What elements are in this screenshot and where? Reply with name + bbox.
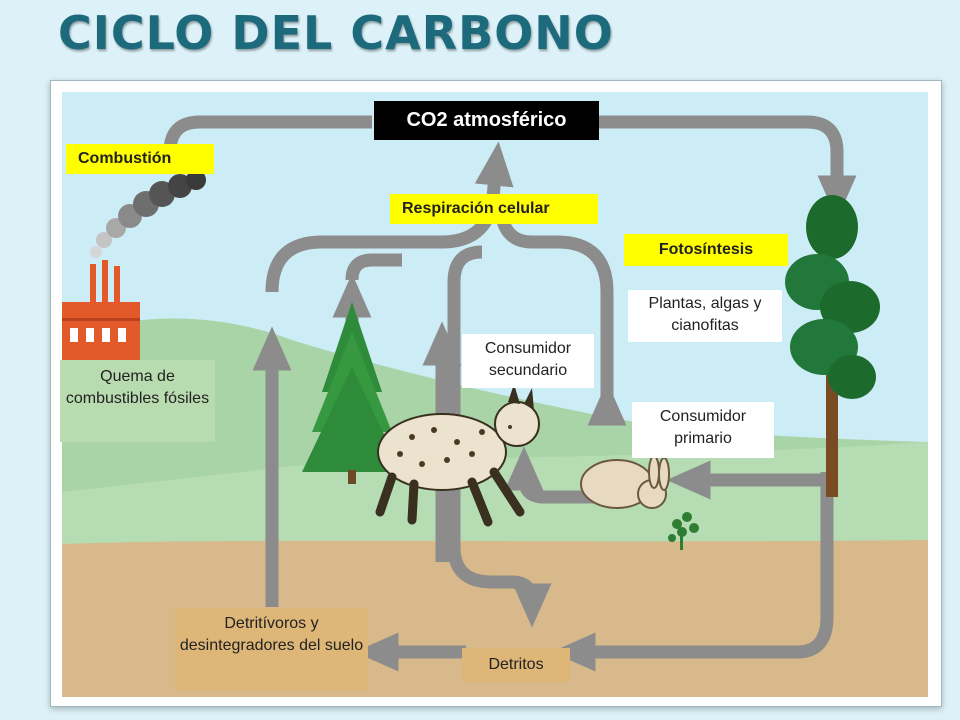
secondary-consumer-label: Consumidor secundario: [462, 334, 594, 388]
rabbit-icon: [580, 455, 670, 509]
lynx-icon: [375, 384, 540, 527]
consumer-to-detritus-arrow: [447, 546, 552, 628]
photosynthesis-arrow: [599, 115, 857, 220]
pine-tree-icon: [785, 195, 880, 497]
fossil-fuels-label: Quema de combustibles fósiles: [60, 360, 215, 442]
producer-to-detritus-arrow: [551, 472, 834, 672]
respiration-label: Respiración celular: [390, 194, 598, 224]
detritus-label: Detritos: [462, 648, 570, 682]
combustion-label: Combustión: [66, 144, 214, 174]
smoke-icon: [90, 170, 206, 258]
primary-consumer-label: Consumidor primario: [632, 402, 774, 458]
photosynthesis-label: Fotosíntesis: [624, 234, 788, 266]
spruce-tree-icon: [302, 302, 402, 484]
decomposers-label: Detritívoros y desintegradores del suelo: [175, 608, 368, 690]
producers-label: Plantas, algas y cianofitas: [628, 290, 782, 342]
slide-title: CICLO DEL CARBONO: [58, 6, 614, 60]
primary-to-secondary-arrow: [504, 446, 602, 504]
co2-atmospheric-label: CO2 atmosférico: [374, 101, 599, 140]
factory-icon: [62, 260, 140, 364]
plant-sprout-icon: [668, 512, 699, 550]
